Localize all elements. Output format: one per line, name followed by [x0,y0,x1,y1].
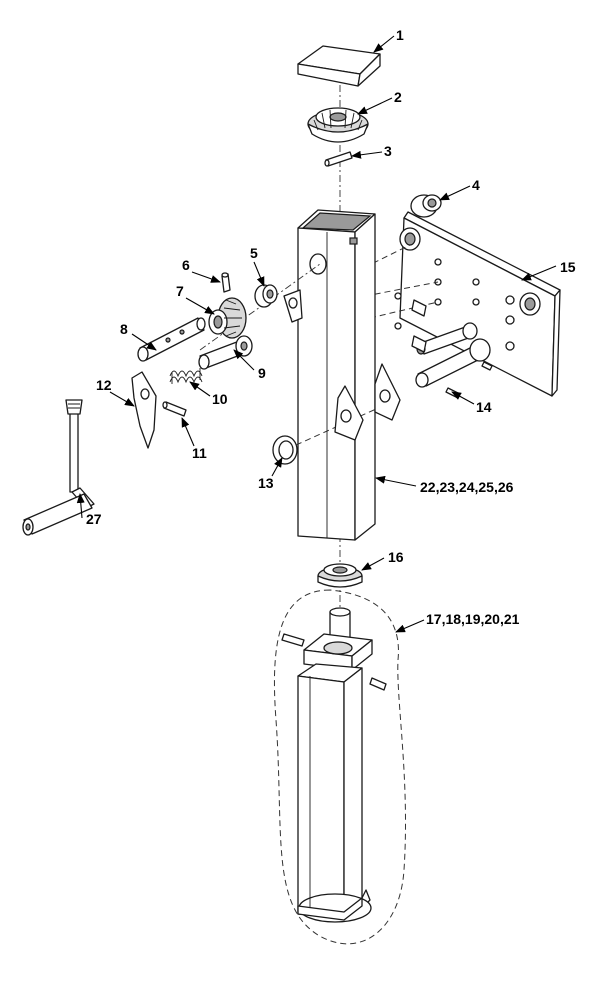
gear-axis-line [199,263,321,351]
alignment-line [369,301,439,319]
part-clips [394,292,427,353]
callout-12: 12 [96,377,112,393]
callout-8: 8 [120,321,128,337]
part-bushing-plate [410,194,442,218]
callout-22-26: 22,23,24,25,26 [420,479,514,495]
part-bevel-gear-top [307,107,369,143]
part-tube-brackets [334,363,401,441]
callout-3: 3 [384,143,392,159]
callout-14: 14 [476,399,492,415]
callout-4: 4 [472,177,480,193]
callout-5: 5 [250,245,258,261]
part-inner-tube-assembly [273,589,406,945]
part-crank-handle [22,399,95,536]
callout-1: 1 [396,27,404,43]
callout-27: 27 [86,511,102,527]
callout-16: 16 [388,549,404,565]
part-outer-tube [297,209,376,541]
part-collar-shaft [198,335,253,370]
part-roll-pin [221,272,231,293]
callout-10: 10 [212,391,228,407]
callout-13: 13 [258,475,274,491]
leader-lines [76,35,557,633]
callout-9: 9 [258,365,266,381]
callout-11: 11 [192,445,207,461]
callout-7: 7 [176,283,184,299]
part-washer [272,435,298,465]
part-bushing-gear [254,284,278,308]
part-crank-lever [131,371,157,449]
part-spring [169,368,203,384]
part-bevel-gear-side [208,297,247,339]
callout-15: 15 [560,259,576,275]
part-bearing [317,563,363,588]
callout-6: 6 [182,257,190,273]
part-mounting-plate [399,211,561,397]
part-pin-top [324,151,353,167]
part-small-pin [162,401,187,417]
part-gear-bracket [283,289,303,323]
callout-2: 2 [394,89,402,105]
callout-17-21: 17,18,19,20,21 [426,611,520,627]
alignment-line [295,404,386,446]
part-cap [297,45,381,87]
part-input-shaft [137,317,206,362]
part-pins-14 [415,322,493,399]
